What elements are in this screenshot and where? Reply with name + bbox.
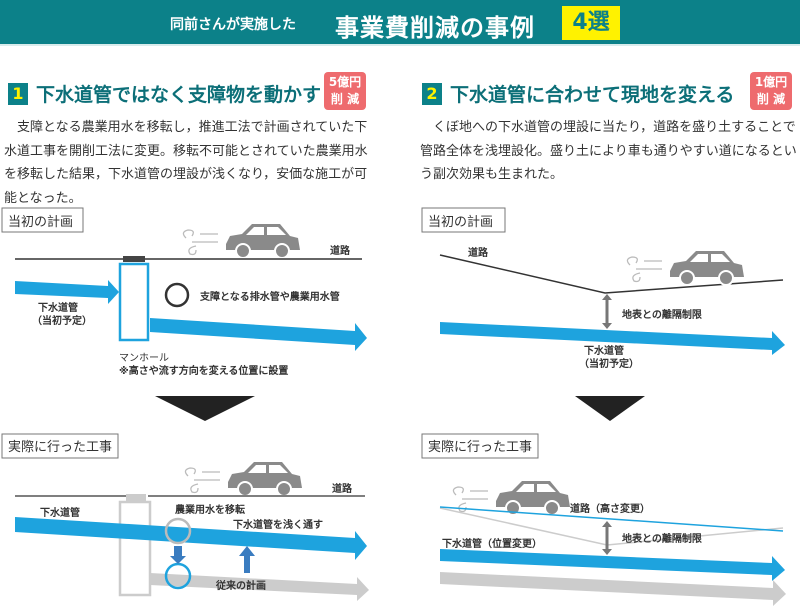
pipe-arrow — [440, 549, 785, 581]
badge-amount: 5億円 — [328, 75, 362, 89]
case-2-actual-diagram: 実際に行った工事 道路（高さ変更） 地表との離隔制限 下水道管（位置変更） — [421, 433, 786, 606]
obstacle-pipe-icon — [164, 282, 190, 308]
road-label: 道路（高さ変更） — [570, 502, 650, 515]
pipe-arrow — [440, 322, 785, 355]
down-triangle-icon — [575, 396, 645, 421]
badge-label: 削 減 — [330, 92, 360, 106]
pipe-label: 下水道管 — [584, 344, 624, 357]
plan-label-box — [421, 207, 506, 233]
manhole — [118, 262, 150, 342]
clearance-arrow-icon — [602, 521, 612, 555]
pipe-arrow — [15, 517, 367, 560]
case-2-description: くぼ地への下水道管の埋設に当たり，道路を盛り土することで管路全体を浅埋設化。盛り… — [420, 120, 797, 182]
case-2-savings-badge: 1億円 削 減 — [750, 72, 792, 110]
car-icon — [184, 461, 303, 497]
up-arrow-icon — [239, 546, 255, 573]
clearance-label: 地表との離隔制限 — [622, 532, 703, 545]
pipe-label: 下水道管（位置変更） — [442, 537, 542, 550]
case-1-number: 1 — [8, 82, 28, 105]
header-count-badge: 4選 — [562, 6, 620, 40]
clearance-arrow-icon — [602, 294, 612, 329]
pipe-sublabel: （当初予定） — [579, 357, 639, 370]
actual-label: 実際に行った工事 — [8, 439, 112, 455]
pipe-arrow-in — [15, 280, 119, 304]
obstacle-label: 支障となる排水管や農業用水管 — [199, 290, 340, 303]
header-title: 事業費削減の事例 — [335, 14, 535, 42]
old-plan-label: 従来の計画 — [215, 579, 266, 592]
down-triangle-icon — [155, 396, 255, 421]
plan-label: 当初の計画 — [8, 214, 73, 230]
pipe-sublabel: （当初予定） — [32, 314, 92, 327]
road-label: 道路 — [468, 246, 489, 259]
case-1-description: 支障となる農業用水を移転し，推進工法で計画されていた下水道工事を開削工法に変更。… — [4, 120, 368, 206]
case-2-plan-diagram: 当初の計画 道路 地表との離隔制限 下水道管 （当初予定） — [421, 207, 785, 421]
manhole-cover — [126, 494, 146, 501]
case-2-heading: 2 下水道管に合わせて現地を変える — [422, 80, 734, 107]
old-plan-arrow — [440, 572, 786, 606]
car-icon — [182, 223, 301, 259]
pipe-arrow-out — [150, 318, 367, 351]
road-label: 道路 — [332, 482, 353, 495]
case-1-plan-diagram: 当初の計画 道路 支障となる排水管や農業用水管 下水道管 （当初予定） マンホー… — [1, 207, 367, 421]
pipe-label: 下水道管 — [40, 506, 80, 519]
manhole-label: マンホール — [119, 352, 169, 364]
actual-label: 実際に行った工事 — [428, 439, 532, 455]
badge-label: 削 減 — [756, 92, 786, 106]
plan-label: 当初の計画 — [428, 214, 493, 230]
old-water-pipe-icon — [164, 517, 192, 545]
manhole-note: ※高さや流す方向を変える位置に設置 — [119, 364, 288, 377]
clearance-label: 地表との離隔制限 — [622, 308, 703, 321]
pipe-label: 下水道管 — [38, 301, 78, 314]
header-banner: 同前さんが実施した 事業費削減の事例 4選 — [0, 0, 800, 46]
plan-label-box — [1, 207, 84, 233]
case-1-title: 下水道管ではなく支障物を動かす — [36, 84, 322, 106]
old-plan-arrow — [150, 573, 369, 601]
shallow-label: 下水道管を浅く通す — [233, 518, 323, 531]
badge-amount: 1億円 — [754, 75, 788, 89]
actual-label-box — [1, 433, 119, 459]
car-icon — [626, 250, 745, 286]
road-label: 道路 — [330, 244, 351, 257]
raised-road-line — [439, 506, 784, 532]
header-prefix: 同前さんが実施した — [170, 17, 296, 33]
case-2-number: 2 — [422, 82, 442, 105]
manhole-cover — [123, 256, 145, 262]
case-1-heading: 1 下水道管ではなく支障物を動かす — [8, 80, 321, 107]
relocate-label: 農業用水を移転 — [175, 503, 245, 516]
case-2-title: 下水道管に合わせて現地を変える — [450, 84, 735, 106]
actual-label-box — [421, 433, 539, 459]
case-1-actual-diagram: 実際に行った工事 道路 下水道管 農業用水を移転 下水道管を浅く通す 従来の計画 — [1, 433, 369, 601]
down-arrow-icon — [170, 546, 186, 564]
case-1-savings-badge: 5億円 削 減 — [324, 72, 366, 110]
manhole-old — [118, 500, 152, 597]
